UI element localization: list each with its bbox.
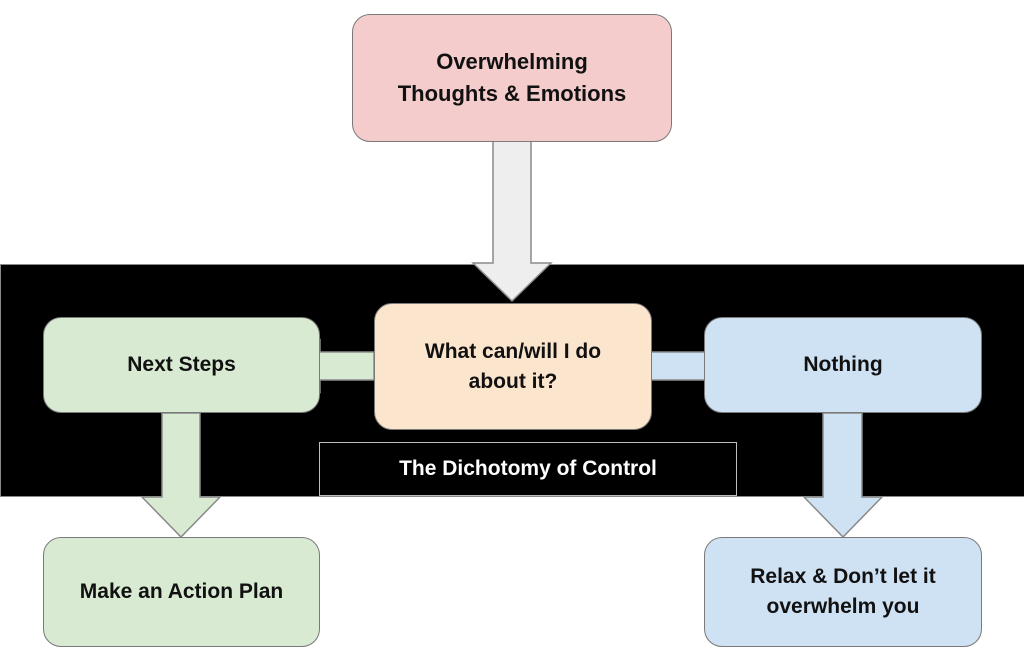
node-text: Make an Action Plan: [79, 580, 284, 603]
node-nothing: Nothing: [704, 317, 982, 413]
node-overwhelming-thoughts: Overwhelming Thoughts & Emotions: [352, 14, 672, 142]
node-relax: Relax & Don’t let it overwhelm you: [704, 537, 982, 647]
arrow-top-to-center: [471, 140, 553, 303]
node-text: Next Steps: [127, 353, 236, 376]
band-label-text: The Dichotomy of Control: [399, 457, 657, 480]
band-label: The Dichotomy of Control: [319, 442, 737, 496]
node-text: Relax & Don’t let it overwhelm you: [750, 565, 936, 618]
node-text: Overwhelming Thoughts & Emotions: [397, 49, 627, 106]
node-text: What can/will I do about it?: [424, 339, 602, 393]
node-what-can-i-do: What can/will I do about it?: [374, 303, 652, 430]
node-text: Nothing: [803, 353, 883, 376]
arrow-left-to-bottom-left: [140, 412, 222, 539]
node-make-action-plan: Make an Action Plan: [43, 537, 320, 647]
arrow-right-to-bottom-right: [802, 412, 884, 539]
node-next-steps: Next Steps: [43, 317, 320, 413]
